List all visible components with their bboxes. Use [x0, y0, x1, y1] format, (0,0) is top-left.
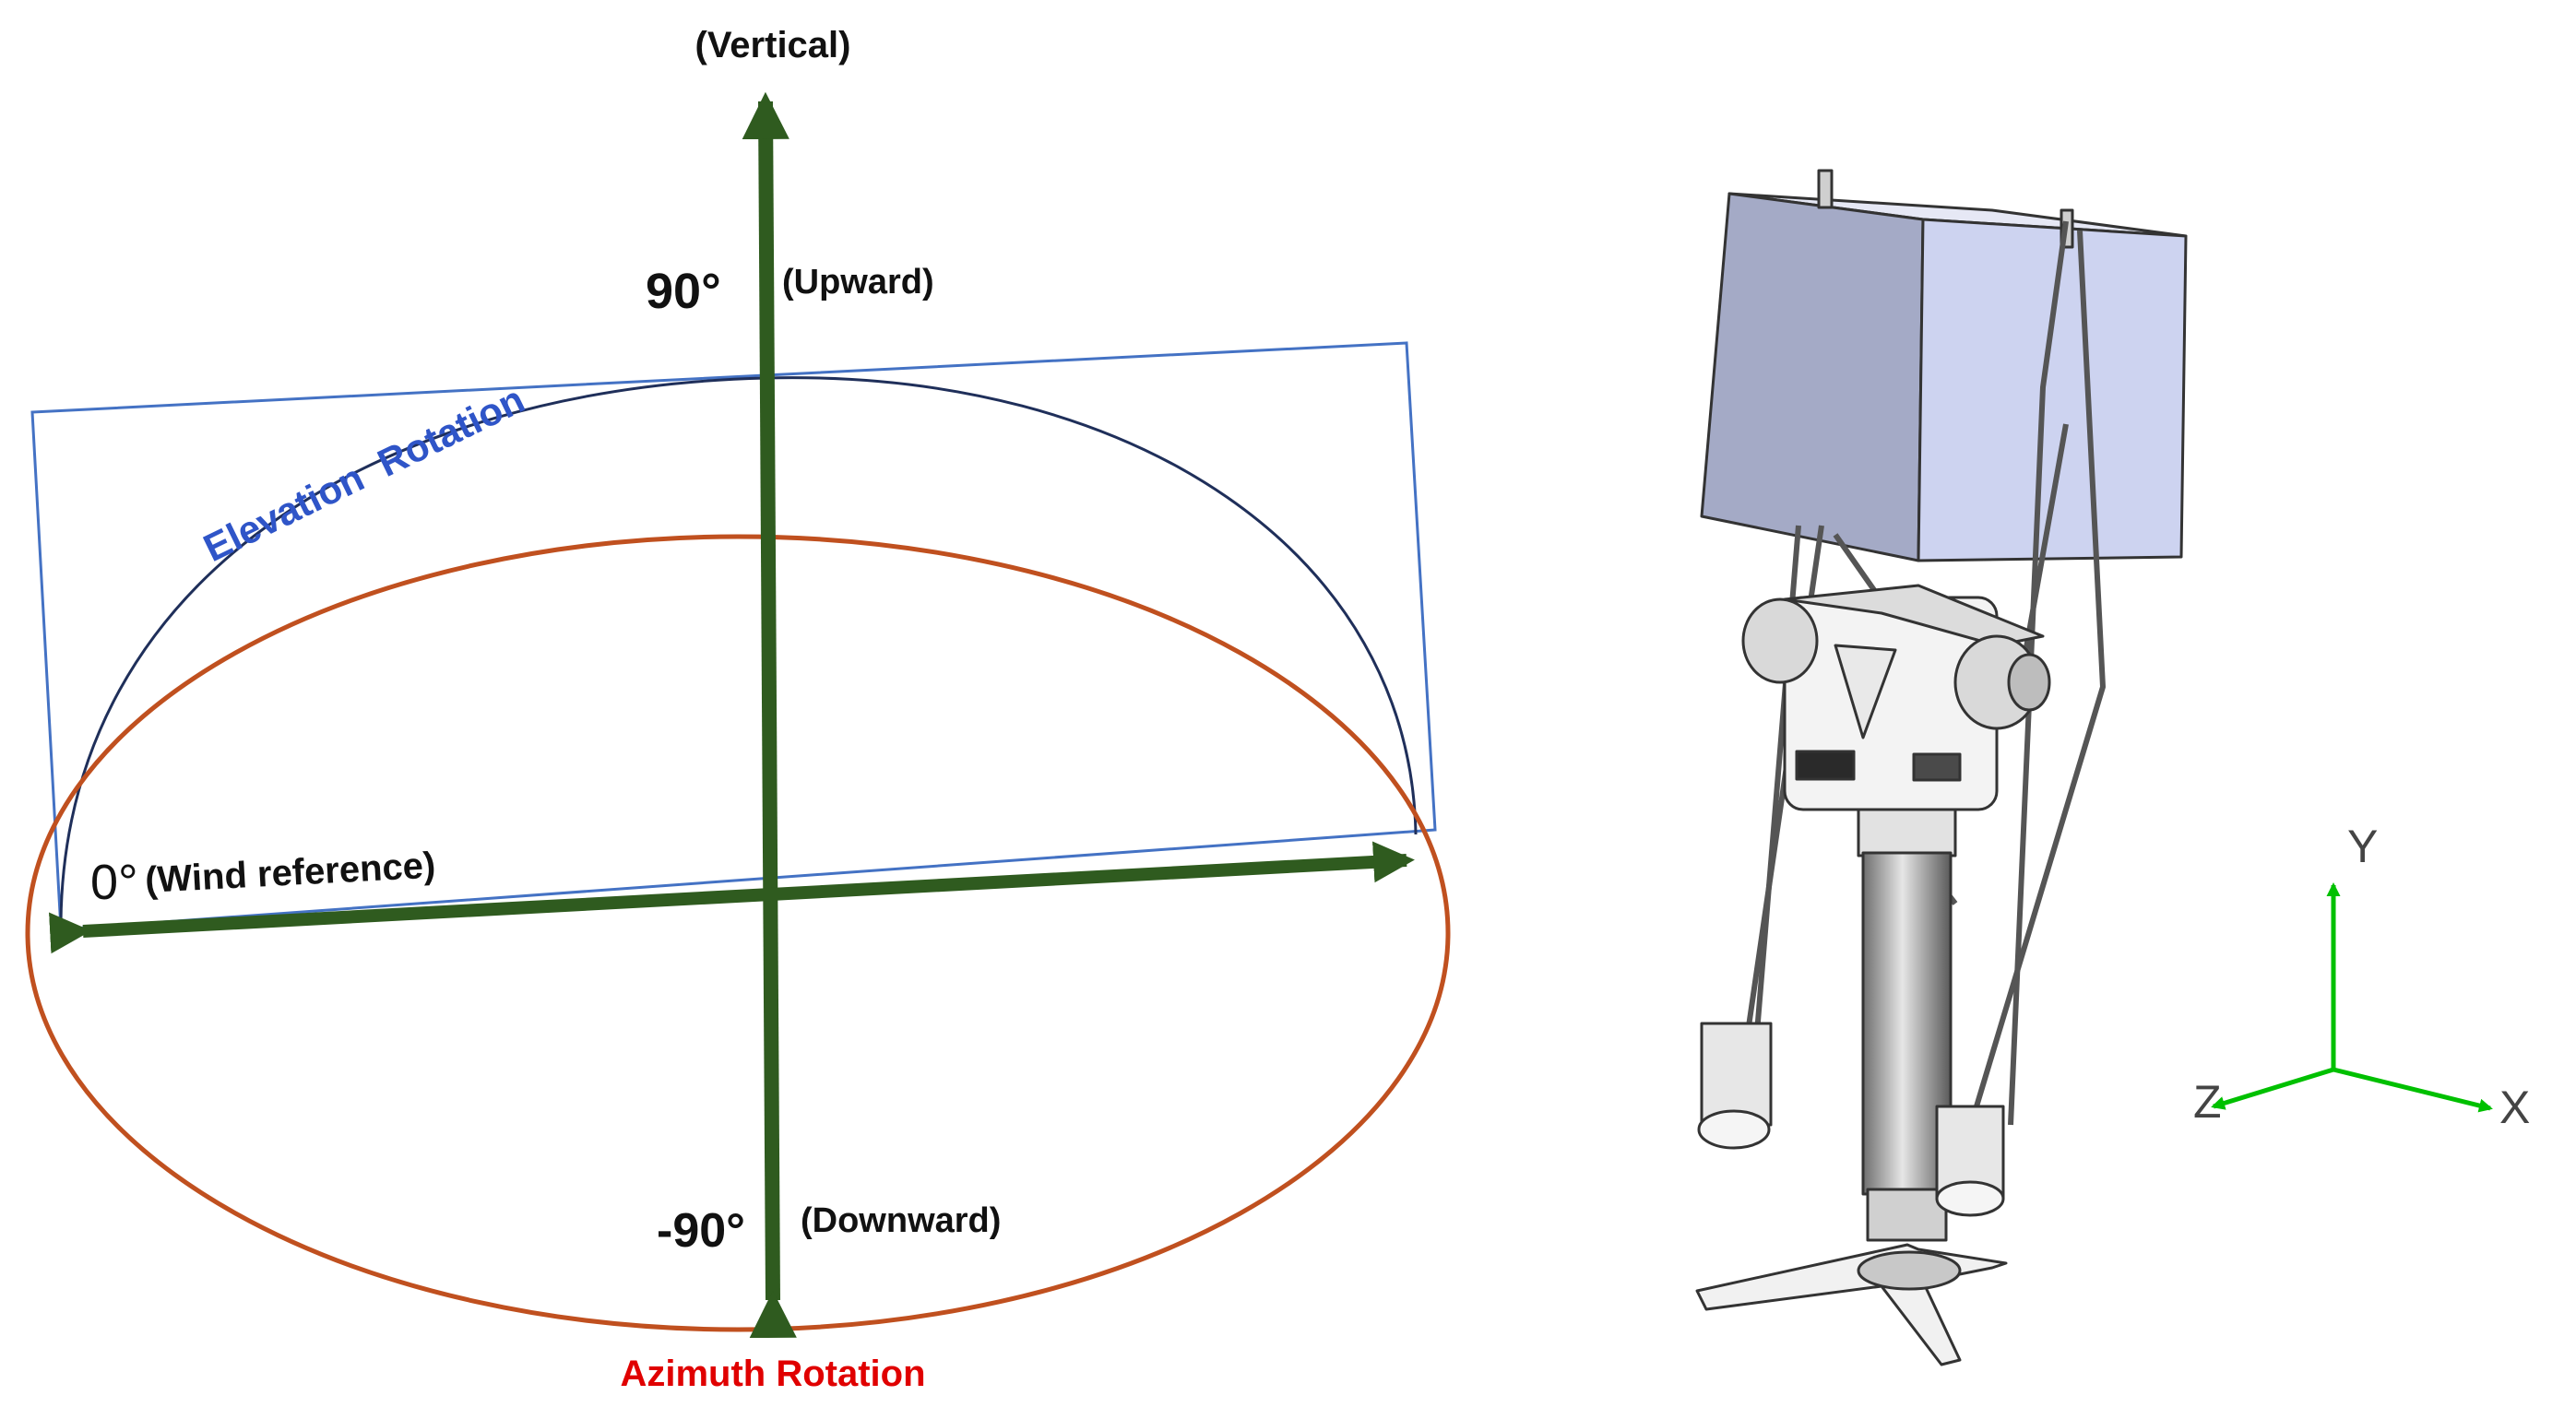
- device-head-label: [1795, 750, 1856, 781]
- device-column-base: [1866, 1188, 1948, 1242]
- triad-x-label: X: [2499, 1082, 2530, 1133]
- triad-z-axis: [2211, 1067, 2334, 1110]
- coordinate-triad: Y X Z: [2193, 821, 2530, 1133]
- zero-reference-angle: 0°: [90, 855, 138, 910]
- device-top-rod: [1817, 169, 1834, 209]
- device-tripod-base: [1695, 1243, 2008, 1366]
- device-head-left-hub: [1741, 597, 1819, 684]
- azimuth-ellipse: [25, 534, 1451, 1332]
- elevation-plane: [30, 341, 1437, 931]
- device-counterweight-left: [1700, 1022, 1773, 1127]
- downward-label: (Downward): [801, 1201, 1001, 1240]
- azimuth-rotation-label: Azimuth Rotation: [620, 1354, 925, 1394]
- elevation-arc: [59, 376, 1418, 923]
- device-box-side: [1917, 218, 2188, 562]
- upward-angle-label: 90°: [646, 264, 721, 319]
- upward-label: (Upward): [782, 263, 934, 302]
- device-head-right-hub-cap: [2007, 653, 2051, 712]
- device-head-label: [1912, 752, 1962, 782]
- device-column-collar: [1857, 808, 1957, 857]
- vertical-label: (Vertical): [695, 25, 851, 65]
- wind-reference-label: (Wind reference): [144, 845, 436, 901]
- device-counterweight-left-foot: [1697, 1109, 1771, 1150]
- device-tripod-hub: [1857, 1250, 1962, 1291]
- device-head-bracket: [1783, 584, 2045, 647]
- device-column: [1861, 851, 1953, 1196]
- triad-z-label: Z: [2193, 1076, 2222, 1128]
- vertical-axis-arrow: [742, 91, 797, 1339]
- triad-x-axis: [2333, 1067, 2493, 1113]
- downward-angle-label: -90°: [657, 1204, 745, 1258]
- triad-y-label: Y: [2347, 821, 2378, 872]
- device-box-front: [1700, 192, 1925, 562]
- rotation-diagram: (Vertical) 90° (Upward) Elevation Rotati…: [25, 25, 1451, 1394]
- wind-reference-axis-arrow: [49, 841, 1415, 954]
- sensor-device-illustration: [1695, 169, 2188, 1366]
- elevation-rotation-label: Elevation Rotation: [196, 377, 530, 570]
- device-head-emblem: [1834, 644, 1897, 739]
- device-counterweight-right-foot: [1935, 1180, 2005, 1217]
